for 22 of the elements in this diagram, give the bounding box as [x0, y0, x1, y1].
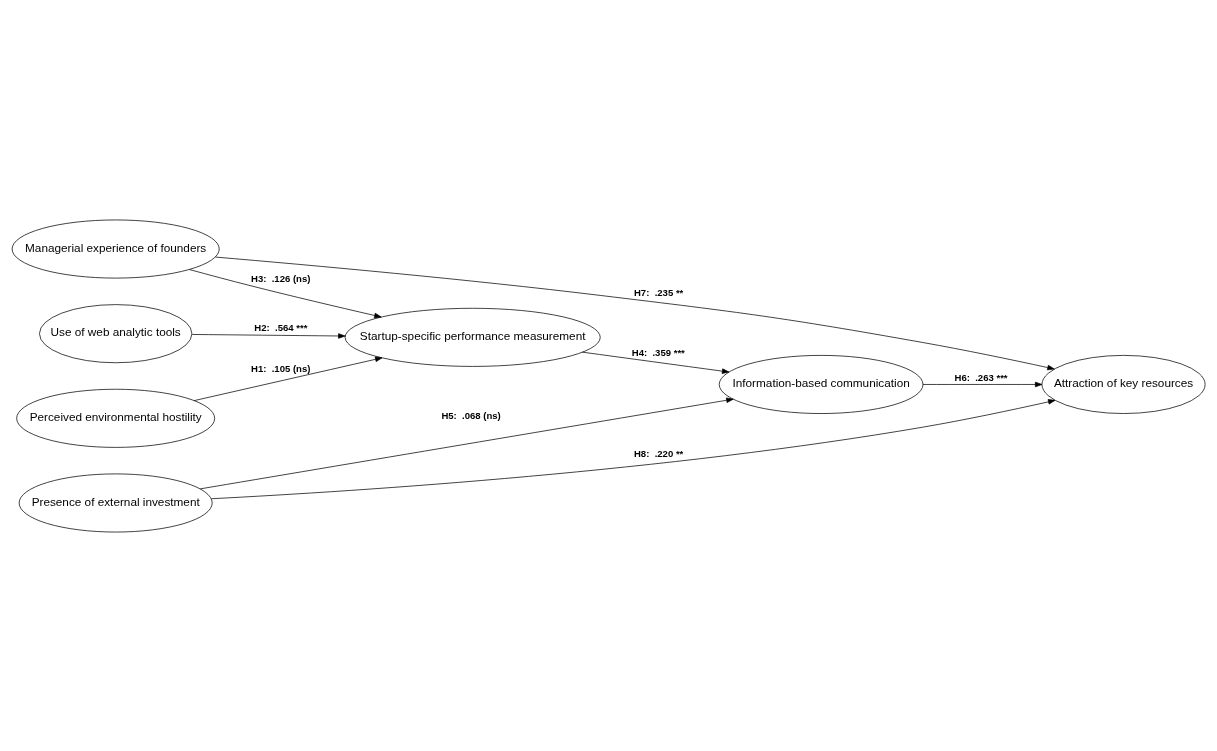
- edge-label: H4: .359 ***: [631, 346, 685, 358]
- node-ellipse: Perceived environmental hostility: [16, 388, 216, 448]
- edge-label: H2: .564 ***: [254, 321, 308, 333]
- arrow: [191, 332, 346, 339]
- arrow: [193, 356, 383, 401]
- arrow: [922, 381, 1043, 387]
- node-ellipse: Attraction of key resources: [1041, 354, 1206, 414]
- arrow: [215, 256, 1055, 370]
- node-ellipse: Presence of external investment: [18, 473, 213, 532]
- edge-label: H5: .068 (ns): [441, 409, 501, 421]
- node-ellipse: Managerial experience of founders: [11, 219, 220, 278]
- edge-label: H3: .126 (ns): [251, 272, 311, 284]
- node-ellipse: Startup-specific performance measurement: [344, 307, 601, 367]
- edge-label: H8: .220 **: [633, 447, 684, 459]
- edge-label: H6: .263 ***: [954, 371, 1008, 383]
- arrow: [199, 397, 734, 489]
- node-ellipse: Use of web analytic tools: [39, 303, 193, 363]
- edge-label: H1: .105 (ns): [251, 362, 311, 374]
- arrow: [211, 398, 1056, 499]
- arrow: [189, 268, 382, 318]
- edge-label: H7: .235 **: [633, 286, 684, 298]
- arrow: [582, 351, 730, 374]
